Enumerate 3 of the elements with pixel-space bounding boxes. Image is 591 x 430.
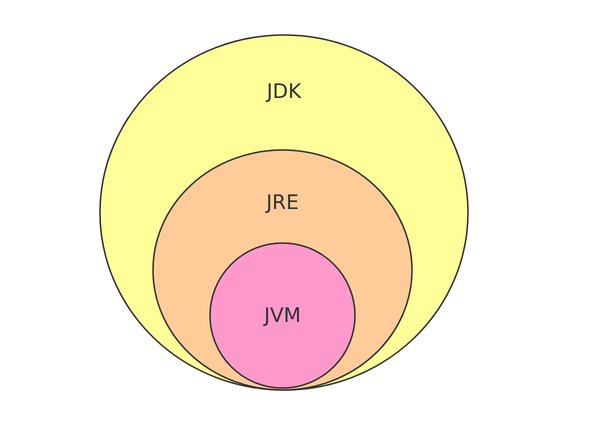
region-label: JRE: [266, 190, 299, 214]
region-label: JVM: [264, 303, 301, 327]
region-label: JDK: [266, 79, 302, 103]
